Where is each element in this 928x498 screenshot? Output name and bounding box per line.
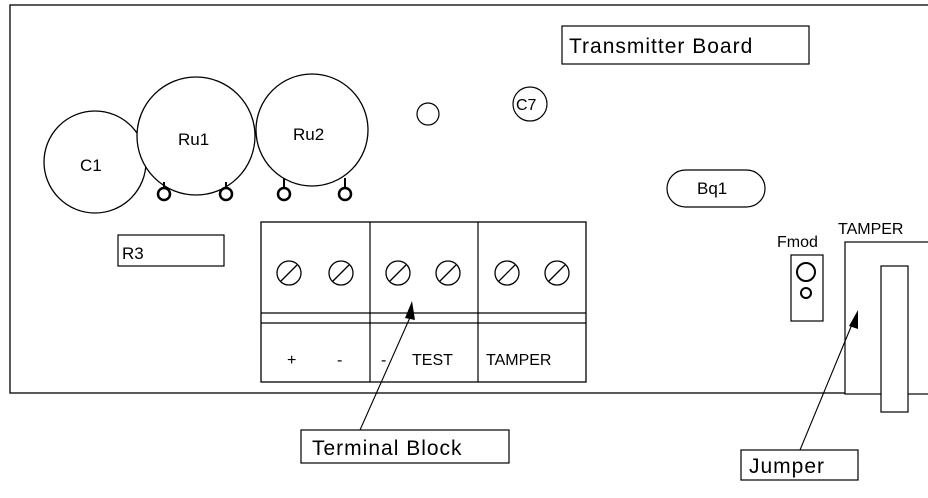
- crystal-bq1: Bq1: [666, 169, 766, 208]
- mounting-hole: [416, 102, 440, 126]
- terminal-tamper-label: TAMPER: [486, 352, 551, 369]
- terminal-plus-label: +: [287, 352, 296, 369]
- tamper-switch-label: TAMPER: [838, 221, 903, 238]
- terminal-test-label: TEST: [412, 352, 453, 369]
- r3-label: R3: [122, 244, 144, 263]
- terminal-minus-label: -: [337, 352, 342, 369]
- tamper-switch: TAMPER: [838, 221, 928, 413]
- potentiometer-ru1: Ru1: [136, 76, 256, 202]
- terminal-screw: [435, 260, 461, 286]
- ru2-label: Ru2: [293, 125, 324, 144]
- terminal-block-callout: Terminal Block: [300, 301, 510, 464]
- capacitor-c7: C7: [512, 86, 548, 122]
- terminal-screw: [385, 260, 411, 286]
- terminal-block-callout-label: Terminal Block: [312, 437, 463, 460]
- resistor-r3: R3: [117, 234, 225, 267]
- board-title-box: Transmitter Board: [561, 25, 810, 65]
- terminal-screw: [494, 260, 520, 286]
- terminal-screw: [328, 260, 354, 286]
- board-title: Transmitter Board: [569, 35, 753, 58]
- potentiometer-ru2: Ru2: [255, 73, 369, 202]
- jumper-callout: Jumper: [740, 310, 859, 481]
- bq1-label: Bq1: [697, 179, 727, 198]
- terminal-screw: [544, 260, 570, 286]
- terminal-block: + - - TEST TAMPER: [260, 221, 587, 383]
- ru1-label: Ru1: [178, 130, 209, 149]
- board-outline: [9, 4, 928, 394]
- terminal-test-minus-label: -: [381, 352, 386, 369]
- c7-label: C7: [516, 97, 537, 114]
- terminal-screw: [276, 260, 302, 286]
- capacitor-c1: C1: [43, 110, 147, 214]
- c1-label: C1: [80, 156, 102, 175]
- jumper-callout-label: Jumper: [749, 455, 825, 478]
- fmod-label: Fmod: [777, 234, 818, 251]
- fmod-jumper: Fmod: [777, 234, 824, 322]
